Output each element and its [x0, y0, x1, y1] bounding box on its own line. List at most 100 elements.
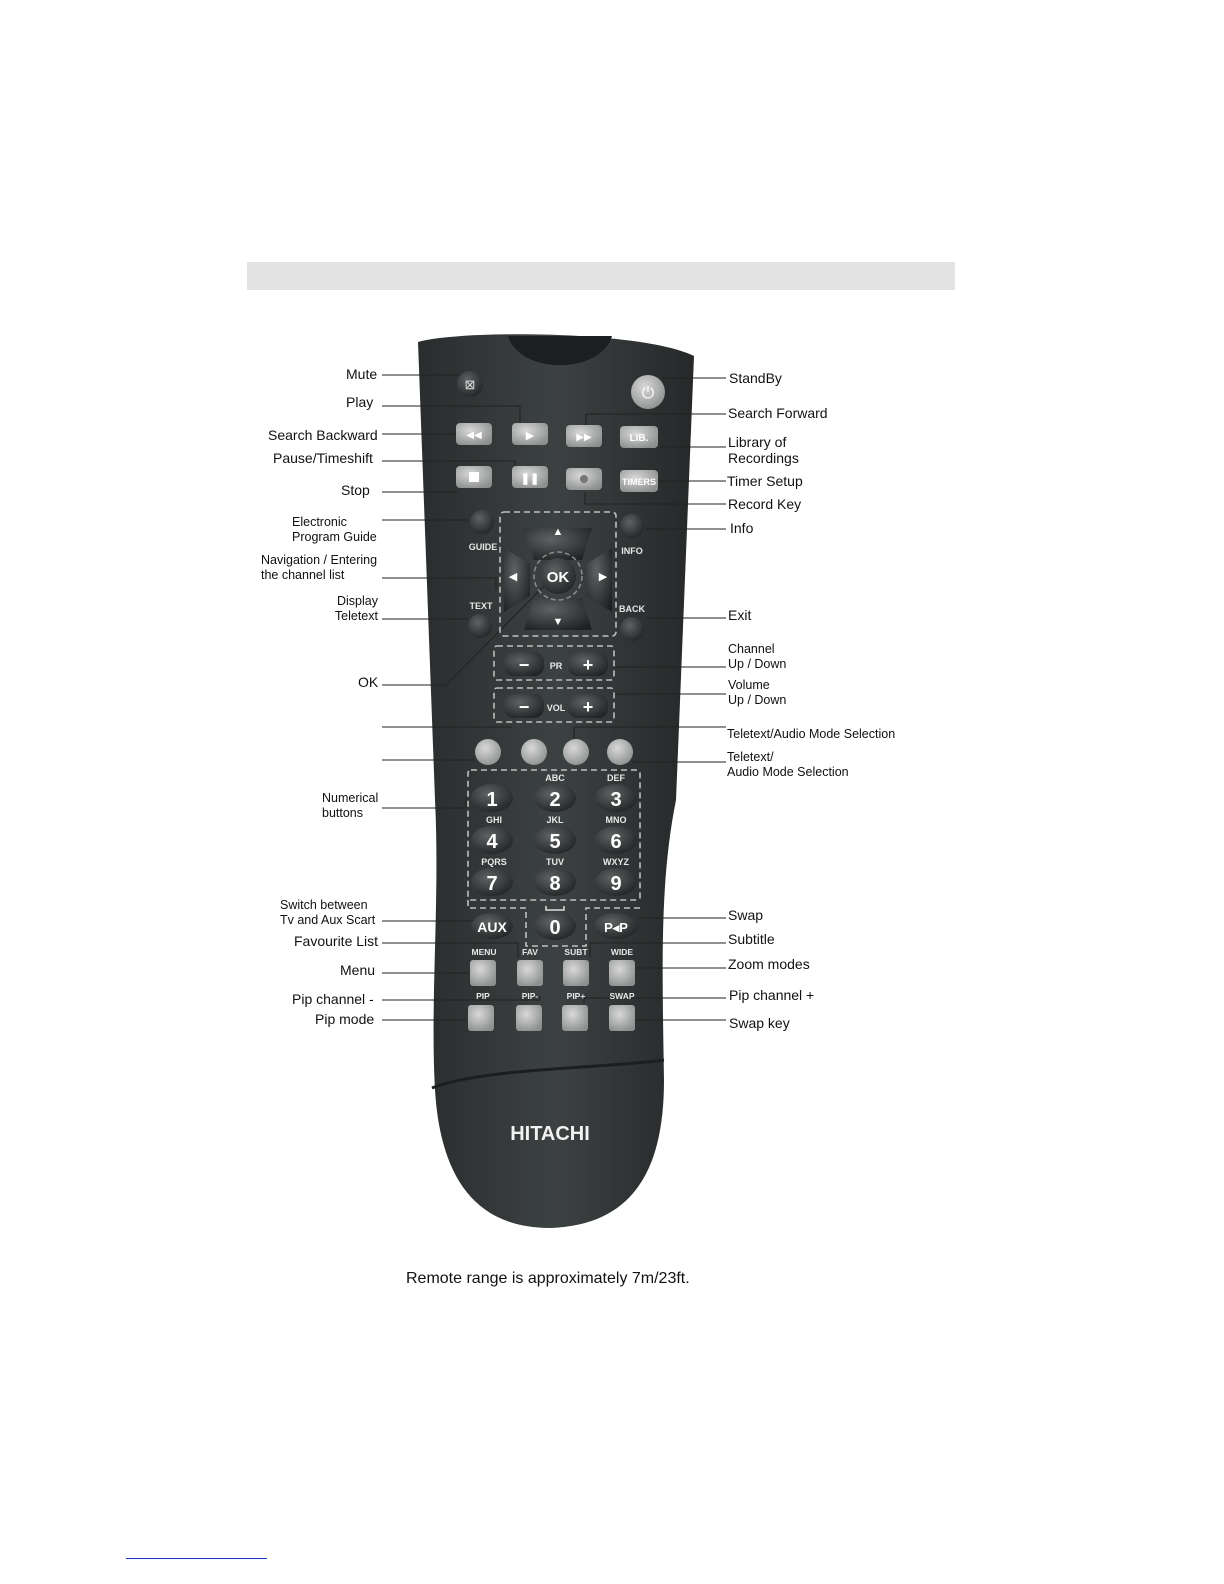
rewind-button: [456, 423, 492, 445]
label-stop: Stop: [341, 482, 370, 498]
ok-button: [540, 558, 576, 594]
timers-button: [620, 470, 658, 492]
label-search-backward: Search Backward: [268, 427, 378, 443]
svg-text:PIP+: PIP+: [567, 991, 586, 1001]
label-menu: Menu: [340, 962, 376, 978]
svg-text:SUBT: SUBT: [564, 947, 588, 957]
vol-plus-button: [568, 694, 608, 718]
standby-button: [631, 375, 665, 409]
digit-3-button: [595, 784, 637, 812]
digit-4-button: [471, 826, 513, 854]
brand-logo: HITACHI: [510, 1123, 590, 1145]
svg-text:4: 4: [486, 831, 498, 853]
mute-button: [457, 371, 483, 397]
svg-text:PIP-: PIP-: [522, 991, 539, 1001]
digit-5-button: [534, 826, 576, 854]
label-switch-aux: Switch between Tv and Aux Scart: [280, 898, 376, 927]
svg-text:TUV: TUV: [546, 857, 564, 867]
rewind-icon: ◀◀: [466, 430, 482, 441]
teletext-button-4: [607, 739, 633, 765]
digit-1-button: [471, 784, 513, 812]
lib-label: LIB.: [630, 433, 649, 444]
pr-plus-button: [568, 652, 608, 676]
back-label: BACK: [619, 604, 645, 614]
label-teletext-audio-2: Teletext/ Audio Mode Selection: [727, 750, 849, 779]
power-icon: ⏻: [642, 385, 655, 402]
info-button: [620, 514, 644, 538]
vol-minus-button: [504, 694, 544, 718]
svg-text:WXYZ: WXYZ: [603, 857, 630, 867]
label-numerical: Numerical buttons: [322, 791, 379, 820]
guide-label: GUIDE: [469, 542, 498, 552]
svg-text:9: 9: [610, 873, 621, 895]
menu-button: [470, 960, 496, 986]
label-display-teletext: Display Teletext: [334, 594, 378, 623]
ok-label: OK: [547, 569, 570, 586]
svg-text:PIP: PIP: [476, 991, 490, 1001]
remote-top-notch: [508, 336, 612, 366]
label-play: Play: [346, 394, 374, 410]
back-button: [620, 617, 644, 641]
svg-text:+: +: [583, 697, 594, 717]
swap-ptp-button: [594, 913, 638, 939]
label-epg: Electronic Program Guide: [292, 515, 377, 544]
vol-label: VOL: [547, 703, 566, 713]
label-volume: Volume Up / Down: [728, 678, 787, 707]
pause-icon: ❚❚: [521, 473, 539, 485]
label-navigation: Navigation / Entering the channel list: [261, 553, 378, 582]
digit-0-button: [534, 912, 576, 940]
info-label: INFO: [621, 546, 643, 556]
svg-text:GHI: GHI: [486, 815, 502, 825]
mute-icon: ⊠: [465, 377, 476, 392]
section-header-bar: [247, 262, 955, 290]
pip-plus-button: [562, 1005, 588, 1031]
pr-minus-button: [504, 652, 544, 676]
label-timer-setup: Timer Setup: [727, 473, 803, 489]
remote-body: [418, 334, 694, 1229]
label-zoom-modes: Zoom modes: [728, 956, 810, 972]
teletext-button-1: [475, 739, 501, 765]
teletext-button-2: [521, 739, 547, 765]
label-pause-timeshift: Pause/Timeshift: [273, 450, 373, 466]
label-pip-mode: Pip mode: [315, 1011, 375, 1027]
svg-text:MNO: MNO: [606, 815, 627, 825]
svg-text:1: 1: [486, 789, 497, 811]
digit-8-button: [534, 868, 576, 896]
aux-button: [471, 913, 513, 939]
label-favourite-list: Favourite List: [294, 933, 379, 949]
pip-minus-button: [516, 1005, 542, 1031]
label-swap-key: Swap key: [729, 1015, 790, 1031]
up-arrow-icon: ▲: [553, 526, 564, 538]
svg-text:FAV: FAV: [522, 947, 538, 957]
pause-button: [512, 466, 548, 488]
remote-bottom-curve: [431, 1058, 665, 1090]
label-channel: Channel Up / Down: [728, 642, 787, 671]
numeric-keypad: 1 2 3 4 5 6 7 8 9 0 ABC DEF GHI JKL MNO …: [471, 773, 637, 940]
fast-forward-button: [566, 425, 602, 447]
svg-text:+: +: [583, 655, 594, 675]
svg-text:−: −: [519, 655, 530, 675]
label-pip-channel-minus: Pip channel -: [292, 991, 374, 1007]
svg-text:SWAP: SWAP: [609, 991, 634, 1001]
svg-text:5: 5: [549, 831, 560, 853]
label-record-key: Record Key: [728, 496, 802, 512]
label-mute: Mute: [346, 366, 378, 382]
svg-text:P◂P: P◂P: [604, 920, 628, 935]
label-library: Library of Recordings: [728, 434, 799, 466]
remote-range-note: Remote range is approximately 7m/23ft.: [406, 1270, 690, 1287]
pr-label: PR: [550, 661, 563, 671]
svg-text:3: 3: [610, 789, 621, 811]
text-button: [468, 614, 492, 638]
svg-text:ABC: ABC: [545, 773, 565, 783]
label-info: Info: [730, 520, 754, 536]
pip-mode-button: [468, 1005, 494, 1031]
svg-text:0: 0: [549, 917, 560, 939]
timers-label: TIMERS: [622, 477, 656, 487]
digit-6-button: [595, 826, 637, 854]
label-standby: StandBy: [729, 370, 782, 386]
right-arrow-icon: ▶: [599, 571, 608, 583]
svg-text:6: 6: [610, 831, 621, 853]
footer-rule: [126, 1558, 267, 1559]
fav-button: [517, 960, 543, 986]
